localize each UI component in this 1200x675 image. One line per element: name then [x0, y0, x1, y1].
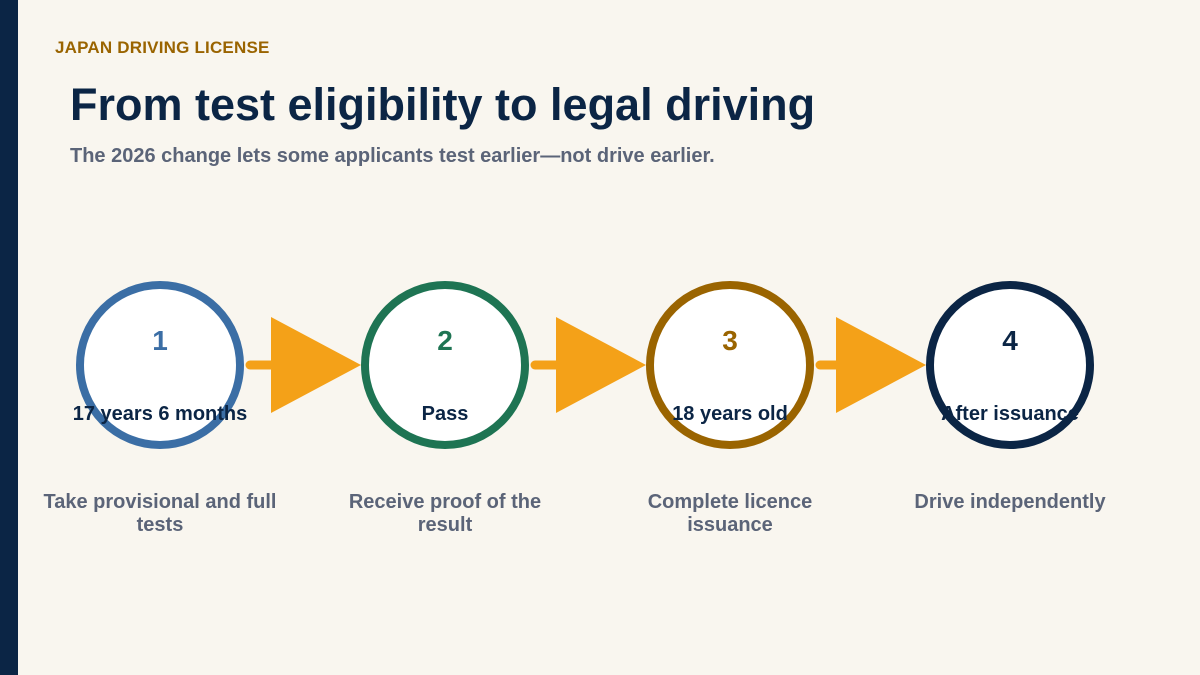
step-number: 4 [1002, 325, 1018, 356]
step-circle [646, 281, 814, 449]
step-description: Complete licence issuance [647, 491, 813, 536]
step-label: 18 years old [672, 403, 788, 425]
step-3: 3 18 years old [646, 281, 814, 449]
step-1: 1 17 years 6 months [73, 281, 248, 449]
arrowhead [556, 317, 646, 413]
connectors [245, 317, 926, 413]
connector-arrow [815, 317, 926, 413]
step-circle [76, 281, 244, 449]
step-description: Drive independently [914, 491, 1106, 513]
steps: 1 17 years 6 months 2 Pass 3 18 years ol… [73, 281, 1094, 449]
left-accent-bar [0, 0, 18, 675]
arrowhead [836, 317, 926, 413]
connector-arrow [245, 317, 361, 413]
step-label: 17 years 6 months [73, 403, 248, 425]
step-number: 1 [152, 325, 168, 356]
arrowhead [271, 317, 361, 413]
eyebrow-label: JAPAN DRIVING LICENSE [55, 38, 270, 57]
page-subtitle: The 2026 change lets some applicants tes… [70, 145, 715, 167]
step-number: 2 [437, 325, 453, 356]
step-circle [926, 281, 1094, 449]
step-circle [361, 281, 529, 449]
step-description: Receive proof of the result [348, 491, 542, 536]
step-label: Pass [422, 403, 469, 425]
page-title: From test eligibility to legal driving [70, 79, 816, 130]
step-4: 4 After issuance [926, 281, 1094, 449]
connector-arrow [530, 317, 646, 413]
step-2: 2 Pass [361, 281, 529, 449]
step-label: After issuance [941, 403, 1079, 425]
step-number: 3 [722, 325, 738, 356]
step-description: Take provisional and full tests [43, 491, 277, 536]
